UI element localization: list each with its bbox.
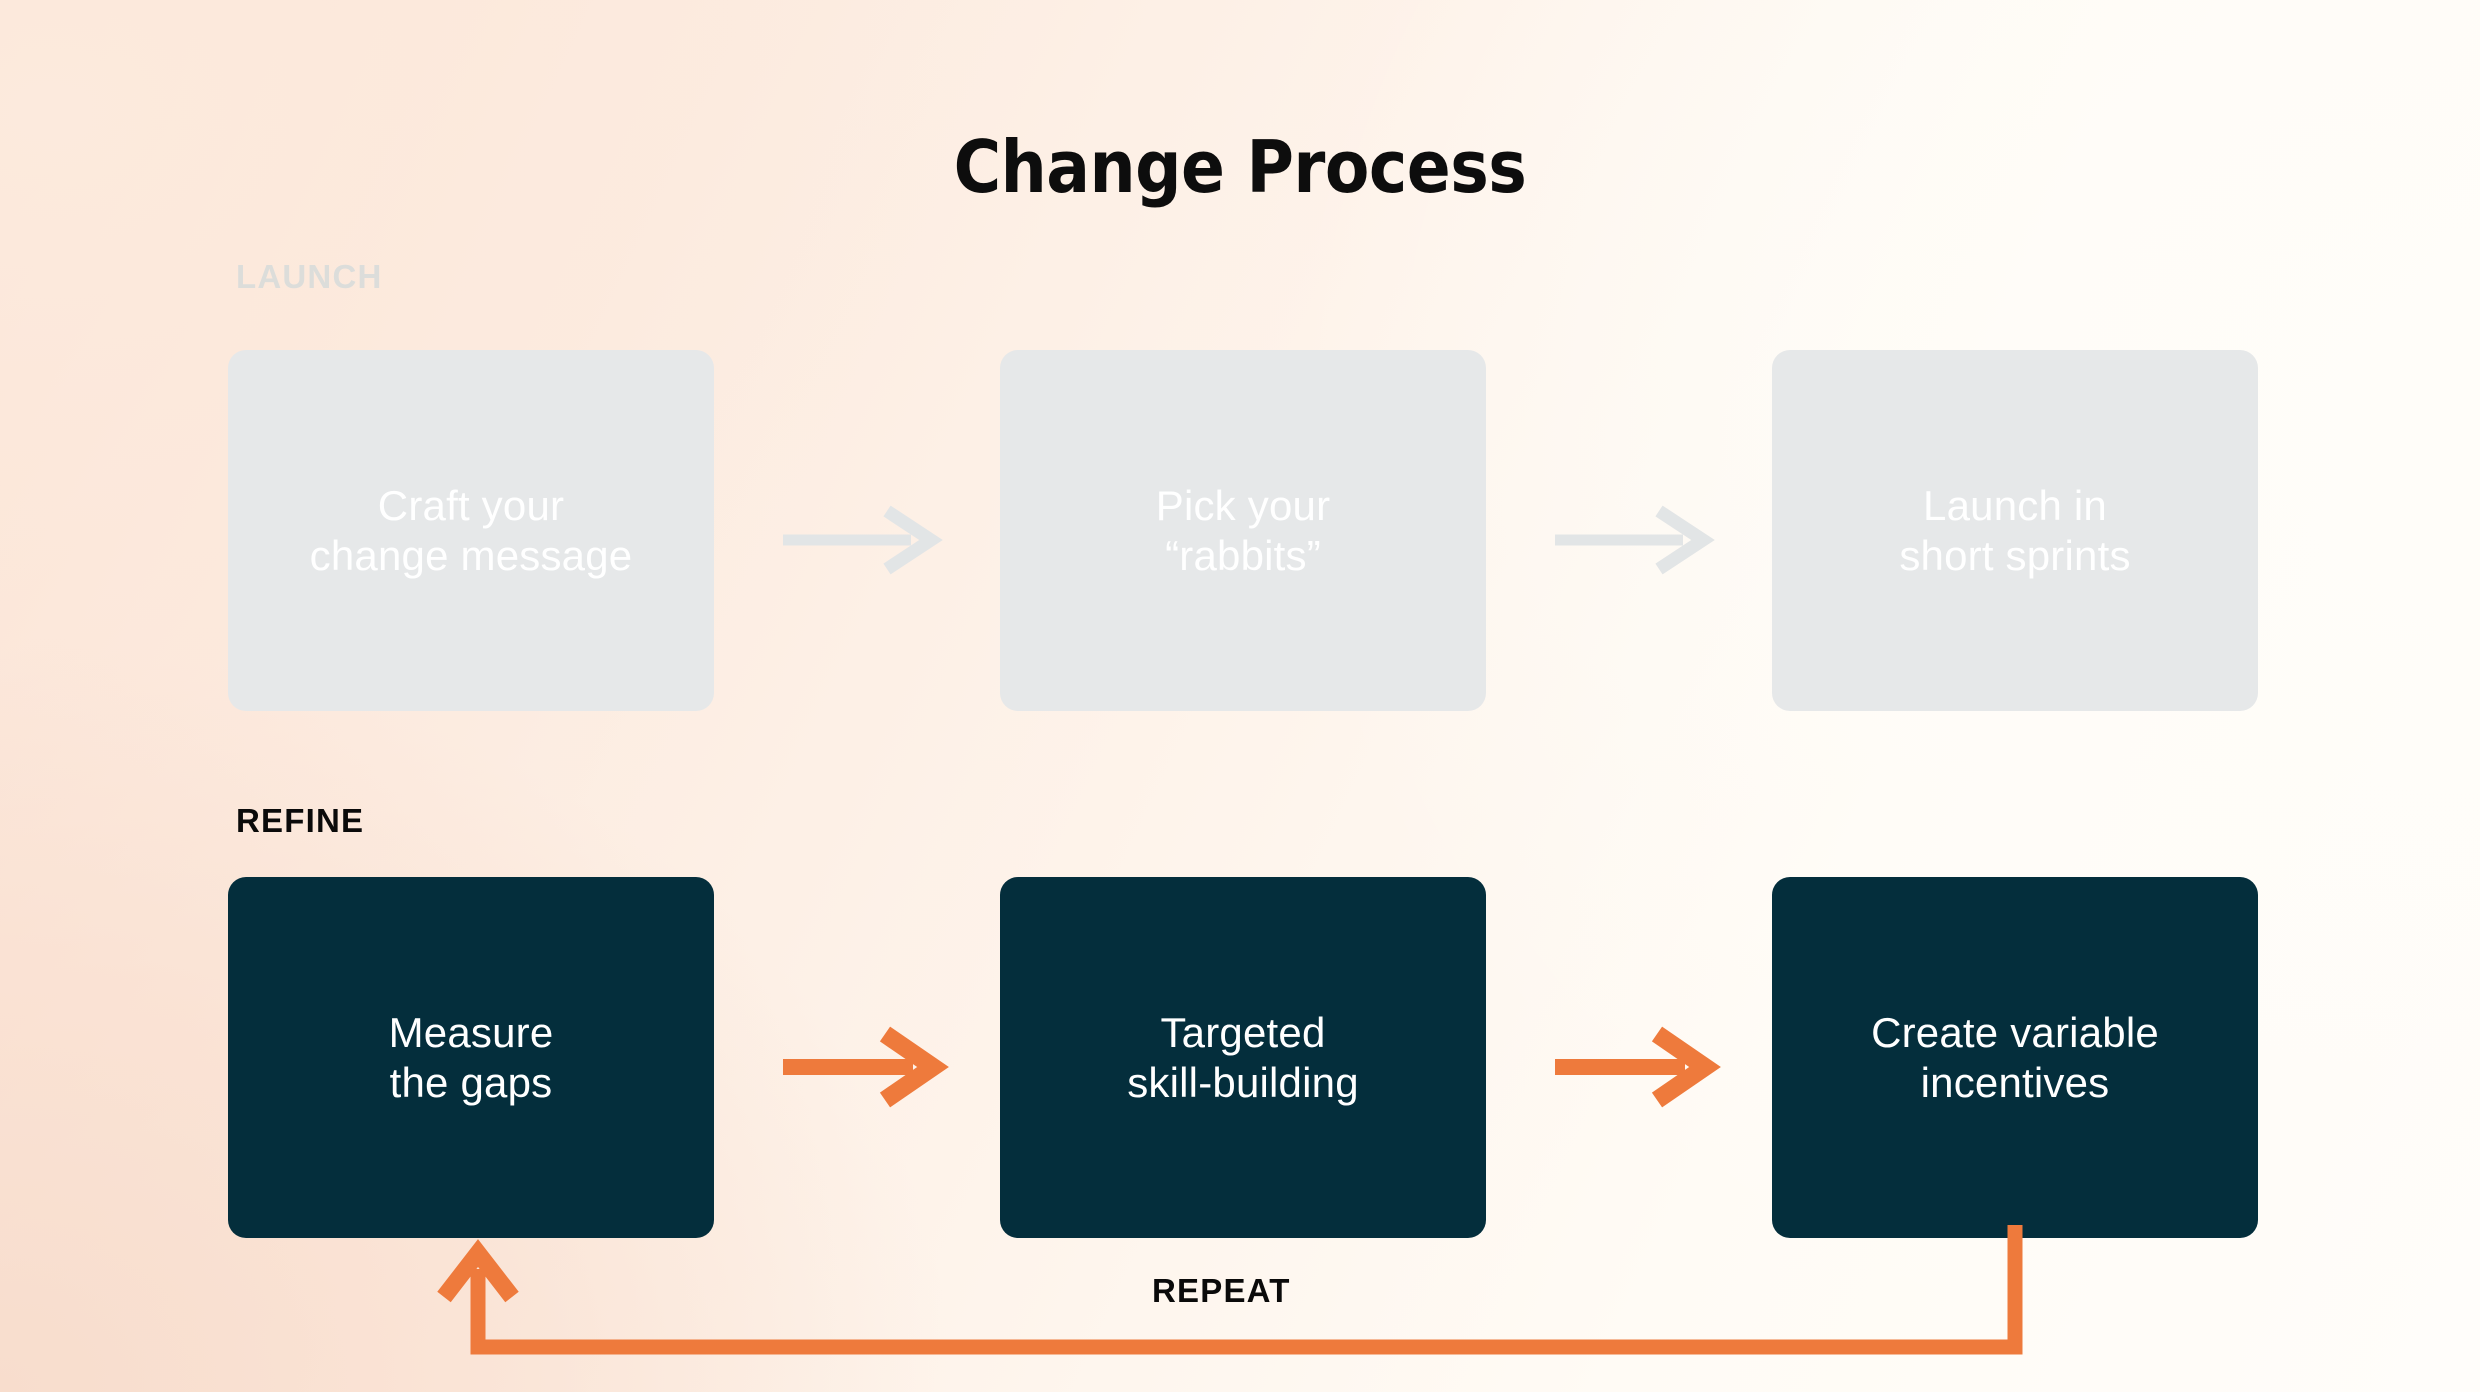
step-box-measure-the-gaps[interactable]: Measure the gaps	[228, 877, 714, 1238]
step-label: Launch in short sprints	[1899, 481, 2131, 579]
step-box-targeted-skill-building[interactable]: Targeted skill-building	[1000, 877, 1486, 1238]
section-label-launch: LAUNCH	[236, 258, 383, 295]
arrow-right-icon	[1555, 505, 1715, 575]
step-label: Craft your change message	[309, 481, 633, 579]
arrow-right-icon	[783, 505, 943, 575]
page-title: Change Process	[953, 125, 1527, 209]
arrow-right-icon	[783, 1026, 949, 1108]
step-label: Targeted skill-building	[1127, 1008, 1359, 1106]
step-box-create-variable-incentives[interactable]: Create variable incentives	[1772, 877, 2258, 1238]
step-label: Pick your “rabbits”	[1155, 481, 1331, 579]
step-label: Create variable incentives	[1871, 1008, 2159, 1106]
arrow-right-icon	[1555, 1026, 1721, 1108]
section-label-refine: REFINE	[236, 802, 365, 839]
loop-label-repeat: REPEAT	[1152, 1272, 1291, 1309]
step-box-craft-your-change-message[interactable]: Craft your change message	[228, 350, 714, 711]
step-box-pick-your-rabbits[interactable]: Pick your “rabbits”	[1000, 350, 1486, 711]
step-box-launch-in-short-sprints[interactable]: Launch in short sprints	[1772, 350, 2258, 711]
loop-arrow-icon	[437, 1225, 2023, 1355]
step-label: Measure the gaps	[388, 1008, 554, 1106]
